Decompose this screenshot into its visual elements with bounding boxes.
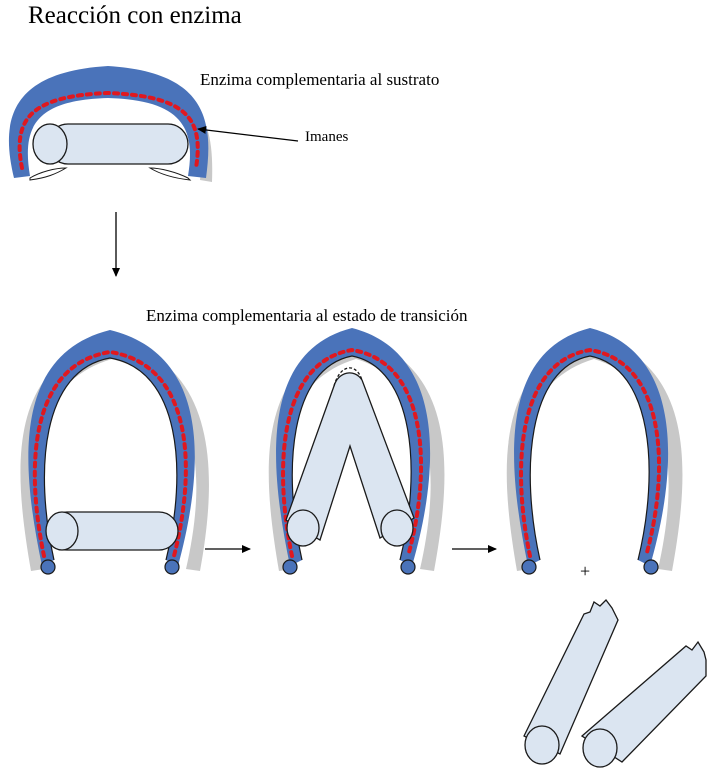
left-tip [522,560,536,574]
transition-enzyme-with-substrate [20,330,209,574]
fragment-end [583,729,617,767]
substrate-end [33,124,67,164]
substrate-cylinder [48,124,188,164]
substrate-end [46,512,78,550]
free-transition-enzyme [507,328,683,574]
substrate-end-right [381,510,413,546]
fragment-end [525,726,559,764]
enzyme-body [514,328,668,566]
substrate-end-left [287,510,319,546]
right-tip [644,560,658,574]
transition-enzyme-with-transition-state [269,328,445,574]
magnets-pointer [198,129,298,141]
magnet-dots [521,350,659,556]
left-tip [41,560,55,574]
right-jaw [150,168,190,180]
left-jaw [30,168,66,180]
substrate-enzyme-complex [9,66,298,182]
right-tip [401,560,415,574]
right-tip [165,560,179,574]
left-tip [283,560,297,574]
